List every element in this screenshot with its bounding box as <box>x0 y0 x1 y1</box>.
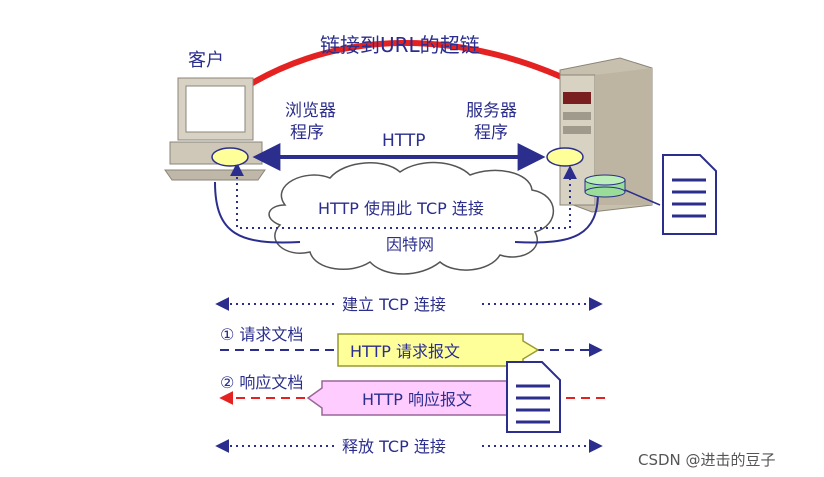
client-computer-icon <box>164 77 266 181</box>
server-label-1: 服务器 <box>466 101 517 121</box>
browser-label-2: 程序 <box>290 123 324 143</box>
request-box <box>337 333 540 367</box>
tcp-dotted-path <box>230 162 577 229</box>
database-icon <box>584 174 626 198</box>
tcp-conn-label: HTTP 使用此 TCP 连接 <box>318 199 484 218</box>
release-label: 释放 TCP 连接 <box>342 437 446 456</box>
document-icon <box>662 154 717 235</box>
server-label-2: 程序 <box>474 123 508 143</box>
request-msg-label: HTTP 请求报文 <box>350 342 460 361</box>
db-to-document-line <box>624 189 661 206</box>
hyperlink-arrow <box>216 39 596 109</box>
http-label: HTTP <box>382 131 426 151</box>
step2-label: ② 响应文档 <box>220 373 303 392</box>
response-document-icon <box>506 361 561 433</box>
server-oval <box>546 147 584 167</box>
server-cable <box>514 191 599 244</box>
client-label: 客户 <box>188 50 224 71</box>
step1-label: ① 请求文档 <box>220 325 303 344</box>
top-link-label: 链接到URL的超链 <box>320 33 480 57</box>
watermark: CSDN @进击的豆子 <box>638 451 776 469</box>
internet-cloud-icon <box>268 161 555 275</box>
establish-label: 建立 TCP 连接 <box>342 295 446 314</box>
response-msg-label: HTTP 响应报文 <box>362 390 472 409</box>
internet-label: 因特网 <box>386 235 434 254</box>
client-cable <box>214 181 301 244</box>
browser-label-1: 浏览器 <box>285 101 336 121</box>
browser-oval <box>211 147 249 167</box>
